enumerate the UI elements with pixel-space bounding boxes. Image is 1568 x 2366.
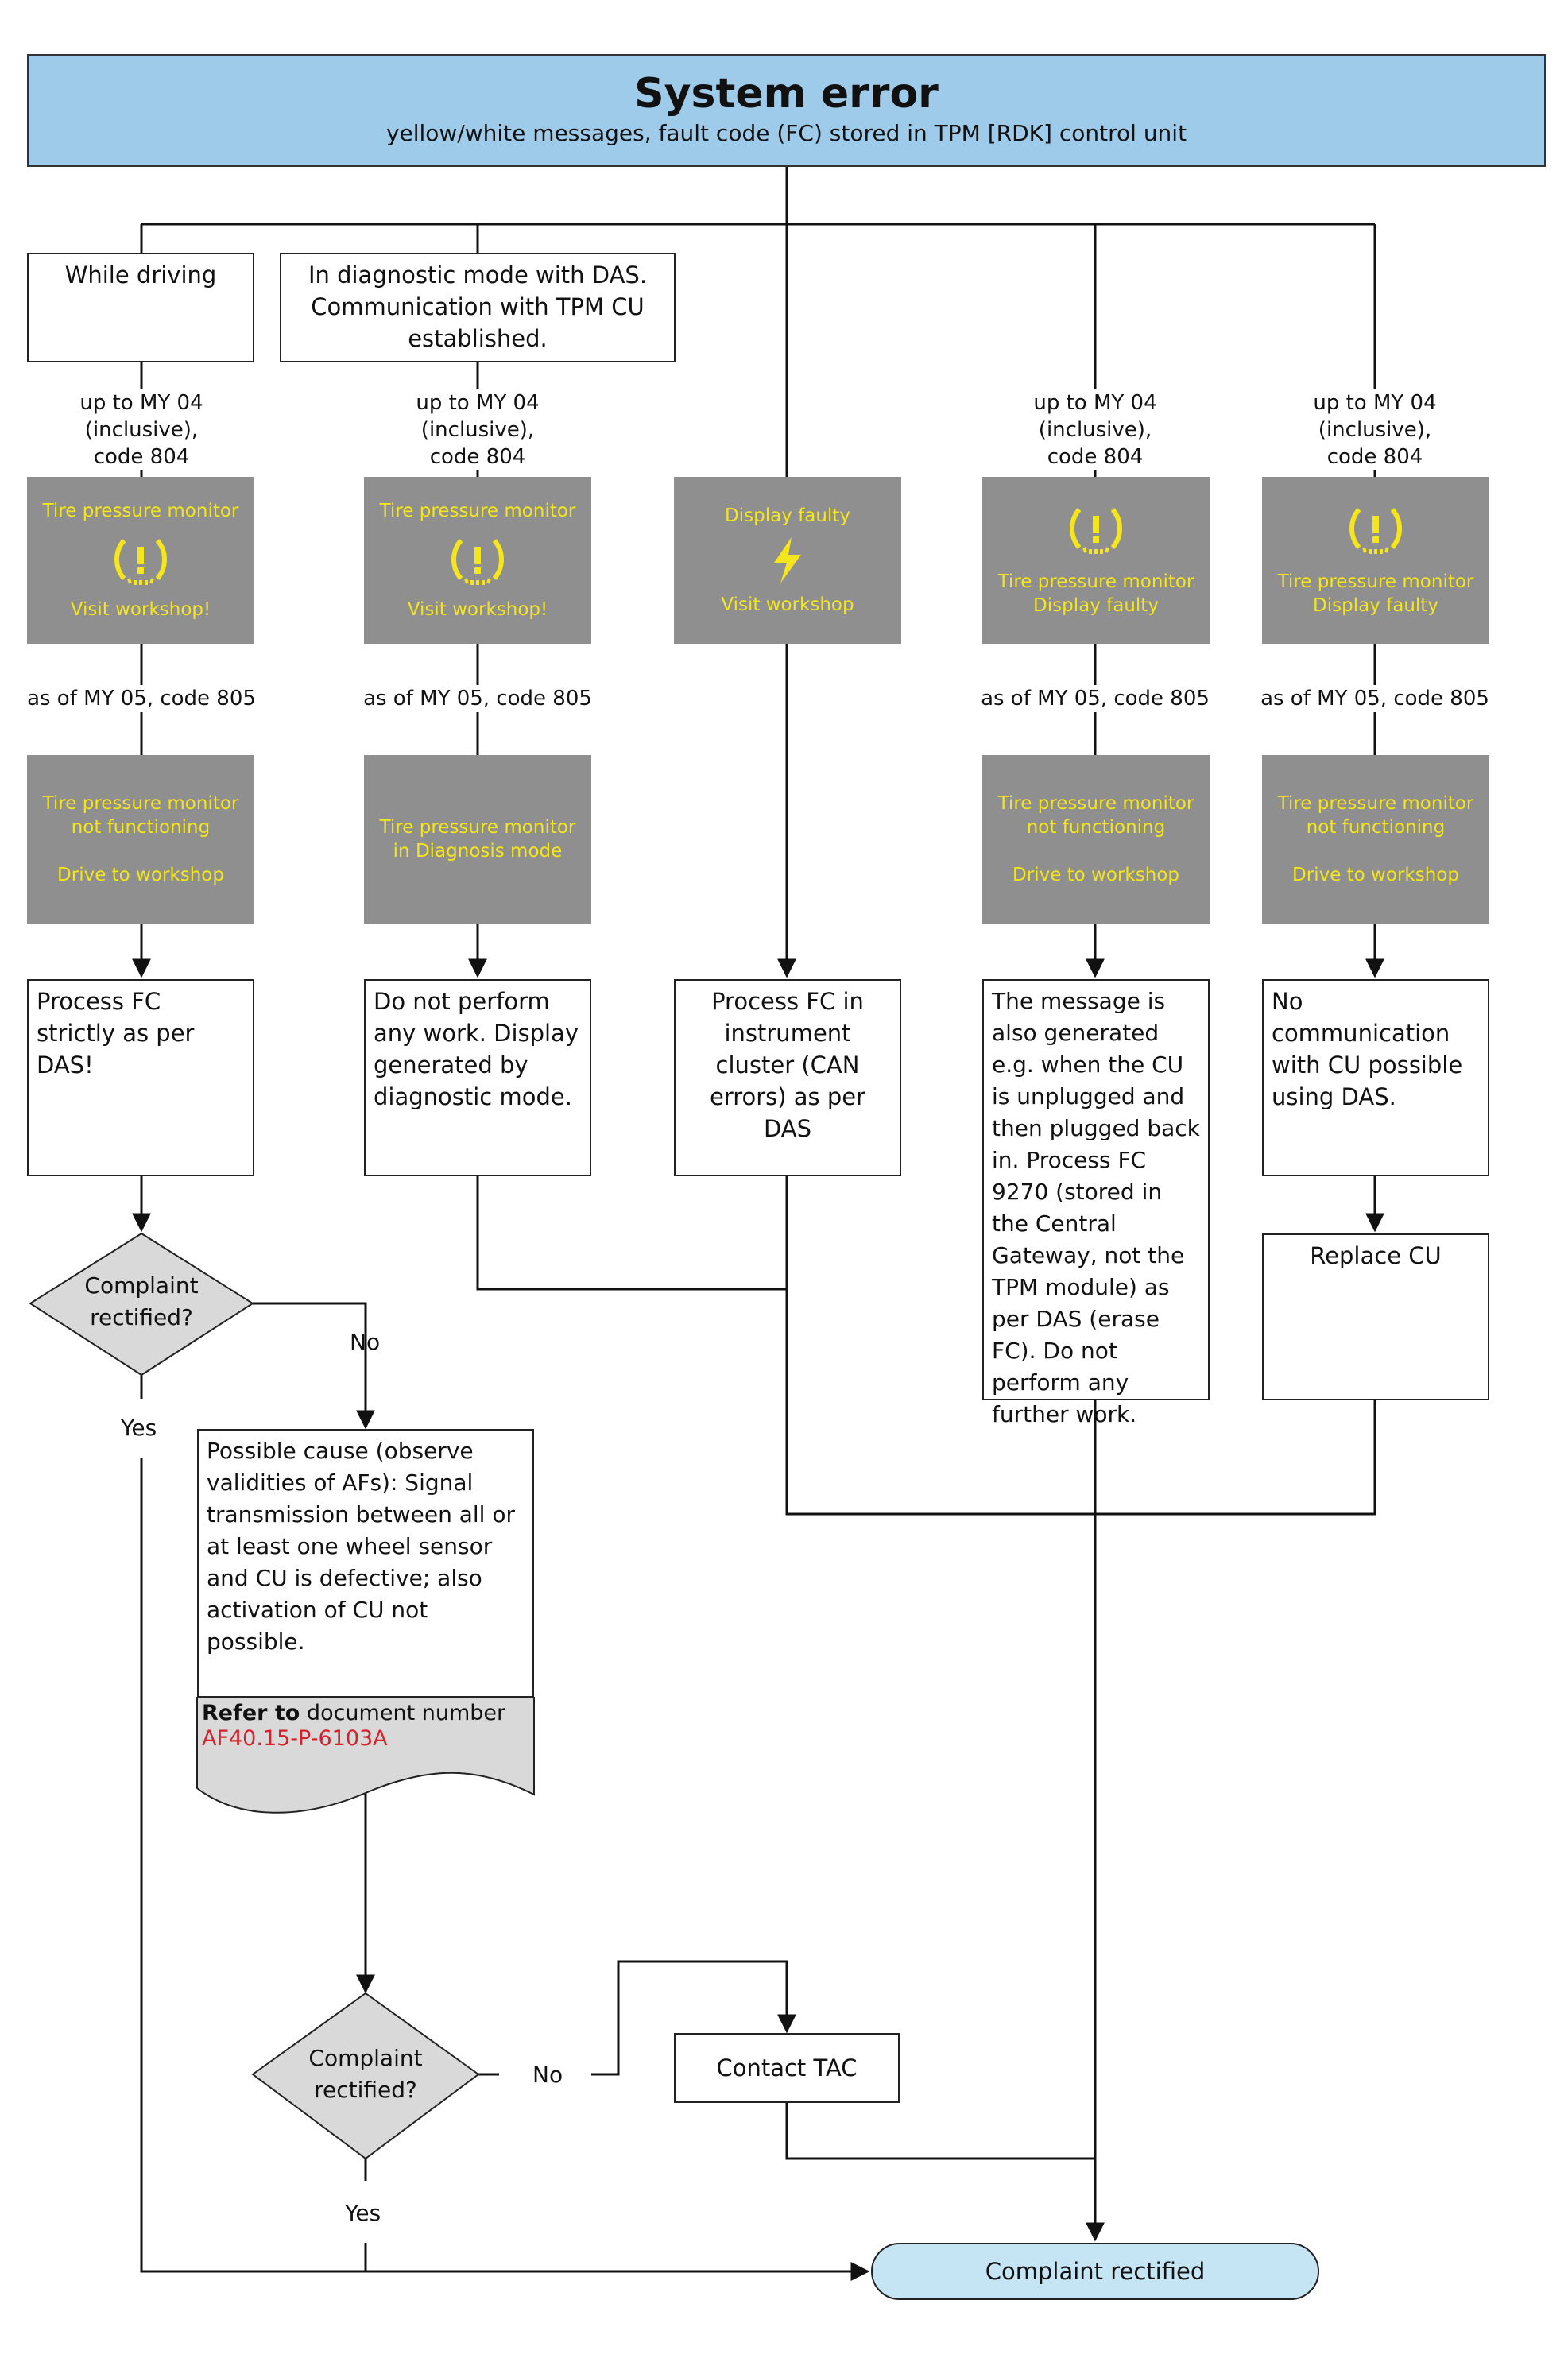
replace-cu-box: Replace CU [1262, 1233, 1489, 1400]
contact-tac-box: Contact TAC [674, 2033, 900, 2103]
display-text: Visit workshop! [407, 599, 548, 620]
display-text: Drive to workshop [1292, 865, 1459, 885]
display-col5-bottom: Tire pressure monitor not functioning Dr… [1262, 755, 1489, 924]
display-text: Visit workshop! [70, 599, 211, 620]
decision-diamond-1 [29, 1232, 254, 1377]
tire-pressure-warning-icon [1349, 508, 1402, 554]
decision-1-no: No [350, 1329, 381, 1355]
decision-2-yes: Yes [345, 2200, 381, 2226]
label-asof-col5: as of MY 05, code 805 [1256, 685, 1494, 712]
action-col4: The message is also generated e.g. when … [982, 979, 1210, 1427]
label-asof-col1: as of MY 05, code 805 [22, 685, 261, 712]
display-text: Drive to workshop [57, 865, 224, 885]
display-text: Tire pressure monitor [42, 501, 239, 521]
decision-2-no: No [532, 2062, 563, 2088]
display-text: Drive to workshop [1012, 865, 1179, 885]
lightning-fault-icon [774, 537, 801, 583]
action-col1: Process FC strictly as per DAS! [27, 979, 254, 1176]
tire-pressure-warning-icon [451, 539, 504, 585]
tire-pressure-warning-icon [114, 539, 167, 585]
document-reference: Refer to document number AF40.15-P-6103A [202, 1701, 528, 1752]
decision-1-text: Complaint rectified? [84, 1272, 199, 1330]
decision-1-yes: Yes [121, 1415, 157, 1441]
label-upto-col5: up to MY 04 (inclusive), code 804 [1256, 389, 1494, 470]
display-text: Tire pressure monitor not functioning [997, 793, 1194, 838]
condition-while-driving: While driving [27, 253, 254, 362]
label-upto-col1: up to MY 04 (inclusive), code 804 [22, 389, 261, 470]
display-text: Tire pressure monitor in Diagnosis mode [379, 817, 576, 862]
display-text: Display faulty [725, 505, 850, 526]
decision-diamond-2 [251, 1992, 480, 2160]
label-upto-col4: up to MY 04 (inclusive), code 804 [976, 389, 1214, 470]
document-number: AF40.15-P-6103A [202, 1726, 388, 1751]
display-text: Tire pressure monitor Display faulty [997, 571, 1194, 616]
label-asof-col4: as of MY 05, code 805 [976, 685, 1214, 712]
page-title: System error [634, 70, 939, 118]
display-col1-bottom: Tire pressure monitor not functioning Dr… [27, 755, 254, 924]
possible-cause-box: Possible cause (observe validities of AF… [197, 1429, 534, 1698]
action-col3: Process FC in instrument cluster (CAN er… [674, 979, 901, 1176]
display-col5-top: Tire pressure monitor Display faulty [1262, 477, 1489, 644]
display-text: Tire pressure monitor not functioning [1277, 793, 1474, 838]
condition-diagnostic-mode: In diagnostic mode with DAS. Communicati… [280, 253, 676, 362]
display-text: Visit workshop [721, 594, 854, 615]
display-col1-top: Tire pressure monitor Visit workshop! [27, 477, 254, 644]
end-complaint-rectified: Complaint rectified [871, 2243, 1319, 2300]
document-shape-bottom [196, 1697, 535, 1814]
refer-to-text: document number [300, 1701, 506, 1725]
display-text: Tire pressure monitor [379, 501, 576, 521]
decision-2-text: Complaint rectified? [308, 2045, 423, 2103]
refer-to-label: Refer to [202, 1701, 300, 1725]
display-text: Tire pressure monitor not functioning [42, 793, 239, 838]
action-col5: No communication with CU possible using … [1262, 979, 1489, 1176]
action-col2: Do not perform any work. Display generat… [364, 979, 591, 1176]
display-col2-bottom: Tire pressure monitor in Diagnosis mode [364, 755, 591, 924]
label-upto-col2: up to MY 04 (inclusive), code 804 [358, 389, 597, 470]
display-col4-bottom: Tire pressure monitor not functioning Dr… [982, 755, 1210, 924]
display-col4-top: Tire pressure monitor Display faulty [982, 477, 1210, 644]
display-col3-top: Display faulty Visit workshop [674, 477, 901, 644]
title-box: System error yellow/white messages, faul… [27, 54, 1546, 167]
page-subtitle: yellow/white messages, fault code (FC) s… [385, 120, 1187, 146]
display-text: Tire pressure monitor Display faulty [1277, 571, 1474, 616]
display-col2-top: Tire pressure monitor Visit workshop! [364, 477, 591, 644]
tire-pressure-warning-icon [1070, 508, 1122, 554]
label-asof-col2: as of MY 05, code 805 [358, 685, 597, 712]
